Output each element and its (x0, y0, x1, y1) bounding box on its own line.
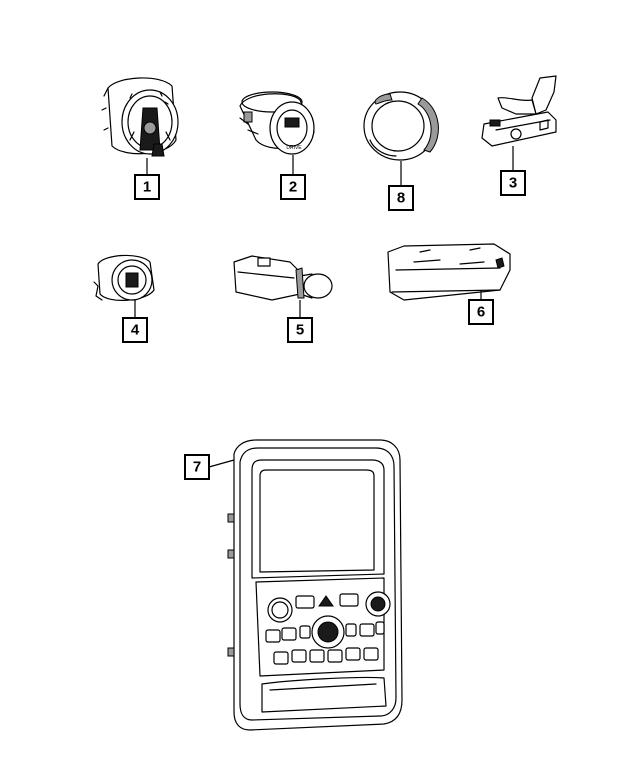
leader-7 (208, 459, 235, 468)
callout-1: 1 (134, 174, 160, 200)
part-5-push-switch[interactable] (233, 255, 333, 301)
callout-6: 6 (468, 299, 494, 325)
callout-label-6: 6 (477, 304, 485, 321)
callout-4: 4 (122, 317, 148, 343)
callout-3: 3 (500, 170, 526, 196)
part-4-switch[interactable] (93, 254, 155, 301)
callout-5: 5 (287, 317, 313, 343)
callout-label-8: 8 (397, 190, 405, 207)
part-2-label: DRIVE (286, 145, 302, 151)
callout-label-3: 3 (509, 175, 517, 192)
part-2-drive-switch[interactable]: DRIVE (239, 91, 315, 155)
callout-2: 2 (280, 174, 306, 200)
callout-7: 7 (184, 454, 210, 480)
callout-label-7: 7 (193, 459, 201, 476)
callout-8: 8 (388, 185, 414, 211)
part-8-trim-ring[interactable] (363, 91, 439, 161)
callout-label-1: 1 (143, 179, 151, 196)
part-7-center-stack-bezel[interactable] (227, 439, 403, 731)
callout-label-2: 2 (289, 179, 297, 196)
part-1-headlamp-switch[interactable] (101, 77, 179, 157)
part-3-sensor-bracket[interactable] (481, 75, 557, 147)
callout-label-4: 4 (131, 322, 140, 339)
part-6-bezel-strip[interactable] (387, 243, 511, 301)
callout-label-5: 5 (296, 322, 304, 339)
